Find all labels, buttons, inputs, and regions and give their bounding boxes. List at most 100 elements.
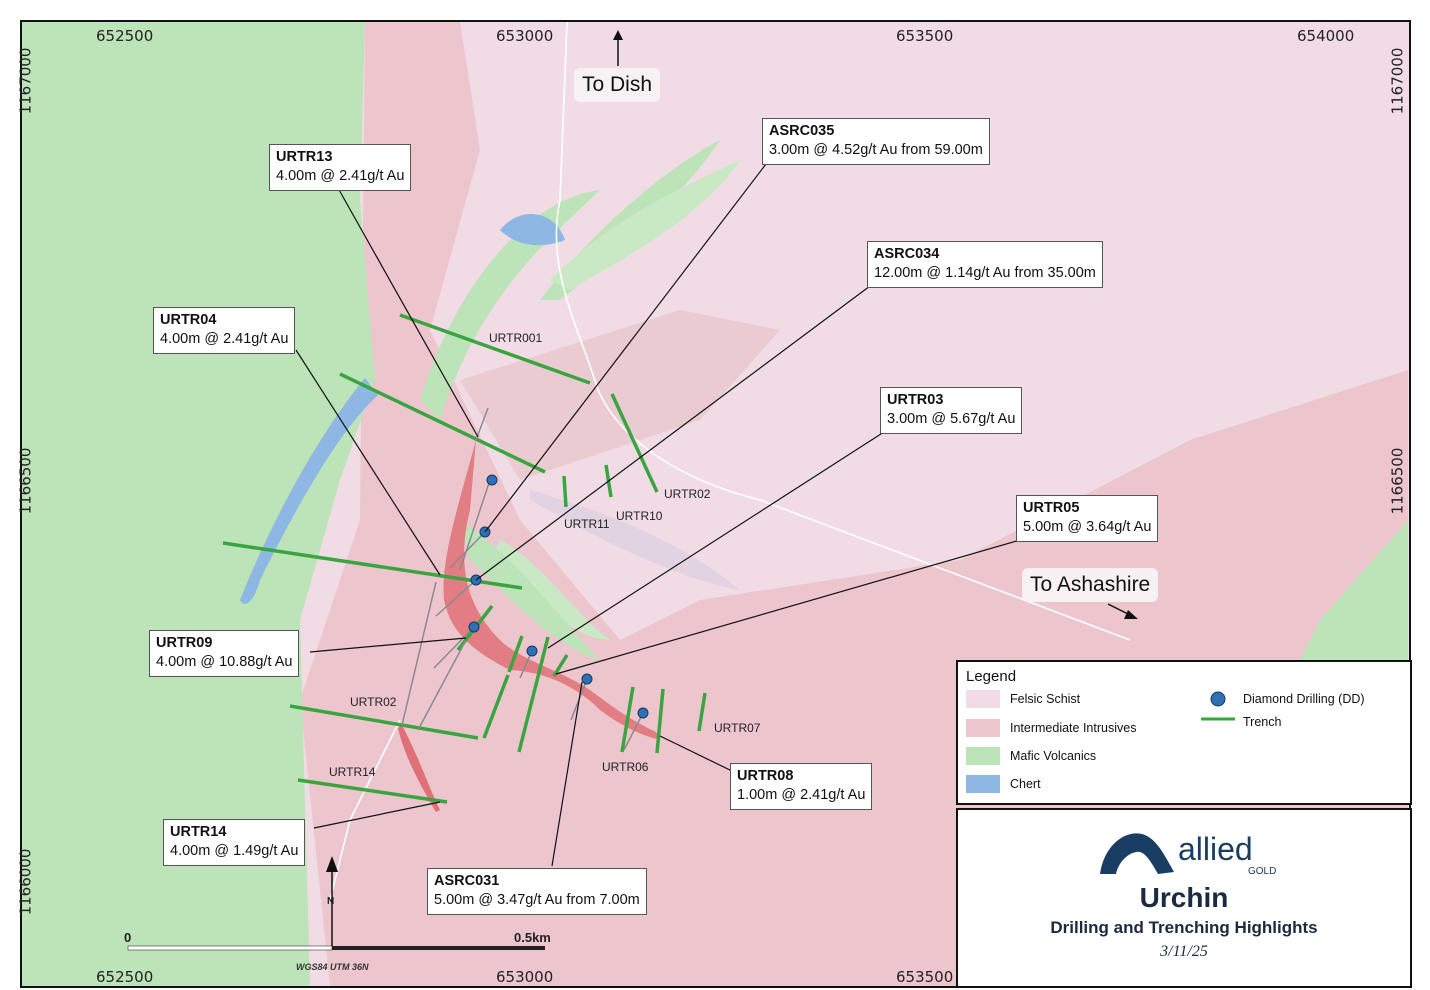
chert-body-north xyxy=(500,213,565,246)
trench-label: URTR11 xyxy=(564,517,610,531)
leader-line xyxy=(659,735,735,773)
leader-line xyxy=(484,163,767,533)
drill-trace xyxy=(475,407,489,441)
drill-collar xyxy=(581,673,593,685)
drill-collar xyxy=(468,621,480,633)
legend-title: Legend xyxy=(966,668,1017,685)
drill-trace xyxy=(459,479,491,571)
northing-left-2: 1166500 xyxy=(16,447,35,515)
logo-subtext: GOLD xyxy=(1248,866,1276,877)
legend: Legend Felsic Schist Intermediate Intrus… xyxy=(956,660,1412,805)
trench xyxy=(697,692,707,732)
drill-trace xyxy=(623,712,644,751)
north-label: N xyxy=(327,896,335,907)
trench-label: URTR14 xyxy=(329,765,376,779)
northing-left-1: 1167000 xyxy=(16,47,35,115)
legend-swatch-mafic xyxy=(966,747,1000,765)
trench xyxy=(297,778,448,804)
trench-label: URTR02 xyxy=(664,487,711,501)
mafic-volcanics-west xyxy=(22,22,375,986)
drill-trace xyxy=(449,531,486,569)
easting-bottom-1: 652500 xyxy=(96,968,154,986)
allied-gold-logo: allied GOLD xyxy=(1100,831,1276,877)
drill-trace xyxy=(435,579,477,617)
intermediate-intrusive-band xyxy=(460,310,780,480)
leader-line xyxy=(309,637,467,653)
leader-line xyxy=(555,539,1021,675)
project-name: Urchin xyxy=(1139,882,1229,913)
trench-label: URTR001 xyxy=(489,331,543,345)
legend-swatch-felsic xyxy=(966,690,1000,708)
trench-label: URTR07 xyxy=(714,721,761,735)
legend-swatch-chert xyxy=(966,775,1000,793)
road-north xyxy=(555,21,1131,641)
mafic-lens-3 xyxy=(550,160,740,290)
mafic-lens-1 xyxy=(420,190,600,420)
easting-top-2: 653000 xyxy=(496,27,554,45)
northing-right-2: 1166500 xyxy=(1388,447,1407,515)
leader-line xyxy=(313,801,441,829)
leader-line xyxy=(295,349,441,576)
map-frame xyxy=(20,20,1411,988)
trench xyxy=(289,704,479,740)
drill-trace xyxy=(417,639,467,731)
trench-lines xyxy=(222,313,707,804)
northing-left-3: 1166000 xyxy=(16,848,35,916)
trench xyxy=(620,686,635,753)
northing-right-1: 1167000 xyxy=(1388,47,1407,115)
legend-item-chert: Chert xyxy=(1010,777,1041,791)
scale-bar-black xyxy=(332,946,545,950)
trench xyxy=(562,475,568,508)
map-date: 3/11/25 xyxy=(1160,943,1208,960)
mafic-lens-5 xyxy=(460,520,600,660)
legend-item-dd: Diamond Drilling (DD) xyxy=(1243,692,1365,706)
legend-item-trench: Trench xyxy=(1243,715,1282,729)
leader-line xyxy=(475,285,871,581)
legend-symbol-dd xyxy=(1210,691,1226,707)
trench xyxy=(517,636,550,753)
drill-collar xyxy=(486,474,498,486)
easting-bottom-3: 653500 xyxy=(896,968,954,986)
easting-bottom-2: 653000 xyxy=(496,968,554,986)
trench-label: URTR02 xyxy=(350,695,397,709)
trench xyxy=(610,393,659,493)
logo-wordmark: allied xyxy=(1178,831,1253,867)
scale-bar-white xyxy=(127,945,333,951)
leader-line xyxy=(547,431,885,649)
legend-swatch-intermediate xyxy=(966,719,1000,737)
trench xyxy=(339,372,546,474)
legend-symbol-trench xyxy=(1201,717,1235,721)
trench xyxy=(552,654,569,677)
arrow-to-dish-head xyxy=(613,30,623,40)
trench-label: URTR06 xyxy=(602,760,649,774)
north-arrow-head xyxy=(326,856,338,872)
trench xyxy=(399,313,591,385)
leader-line xyxy=(337,187,479,438)
leader-line xyxy=(551,681,583,867)
logo-mark xyxy=(1100,833,1174,874)
mafic-volcanics-east xyxy=(1300,520,1408,660)
drill-trace xyxy=(401,581,437,726)
trench xyxy=(655,688,665,754)
trench xyxy=(482,674,510,739)
drill-trace xyxy=(433,626,475,669)
legend-item-mafic: Mafic Volcanics xyxy=(1010,749,1097,763)
legend-item-intermediate: Intermediate Intrusives xyxy=(1010,721,1137,735)
easting-top-3: 653500 xyxy=(896,27,954,45)
easting-top-1: 652500 xyxy=(96,27,154,45)
place-label-ashashire: To Ashashire xyxy=(1022,568,1159,602)
legend-item-felsic: Felsic Schist xyxy=(1010,692,1081,706)
leader-lines xyxy=(295,163,1021,867)
trench-label: URTR10 xyxy=(616,509,663,523)
scale-end-label: 0.5km xyxy=(514,930,551,945)
title-block: allied GOLD Urchin Drilling and Trenchin… xyxy=(956,808,1412,988)
drill-collar xyxy=(637,707,649,719)
